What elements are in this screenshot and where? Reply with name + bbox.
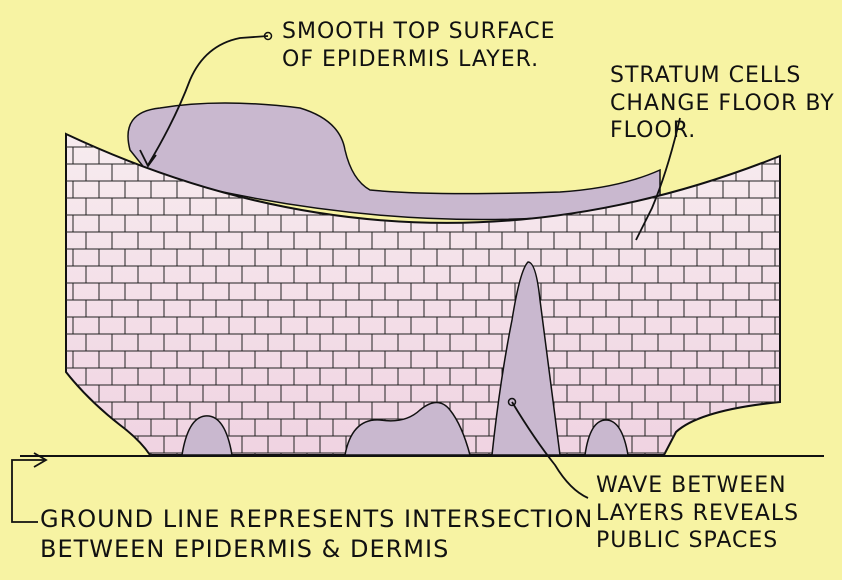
leader-dot-top — [263, 31, 273, 41]
top-surface-blob — [127, 102, 661, 221]
leader-top-surface — [147, 35, 269, 166]
arrowhead-top — [139, 149, 157, 168]
arrowhead-ground — [33, 452, 48, 468]
wave-bump-2 — [344, 401, 471, 456]
annotation-top-surface: SMOOTH TOP SURFACE OF EPIDERMIS LAYER. — [282, 19, 556, 72]
leader-dot-wave — [507, 397, 517, 407]
wave-spire — [491, 261, 561, 456]
annotation-ground-line: GROUND LINE REPRESENTS INTERSECTION BETW… — [40, 505, 594, 563]
wave-bump-3 — [584, 419, 629, 456]
annotation-wave: WAVE BETWEEN LAYERS REVEALS PUBLIC SPACE… — [596, 473, 800, 553]
leader-stratum — [635, 117, 681, 241]
annotation-stratum-cells: STRATUM CELLS CHANGE FLOOR BY FLOOR. — [610, 63, 835, 143]
epidermis-wall — [65, 132, 781, 456]
leader-ground — [11, 459, 44, 523]
leader-wave — [511, 401, 589, 499]
wave-bump-1 — [181, 415, 233, 456]
